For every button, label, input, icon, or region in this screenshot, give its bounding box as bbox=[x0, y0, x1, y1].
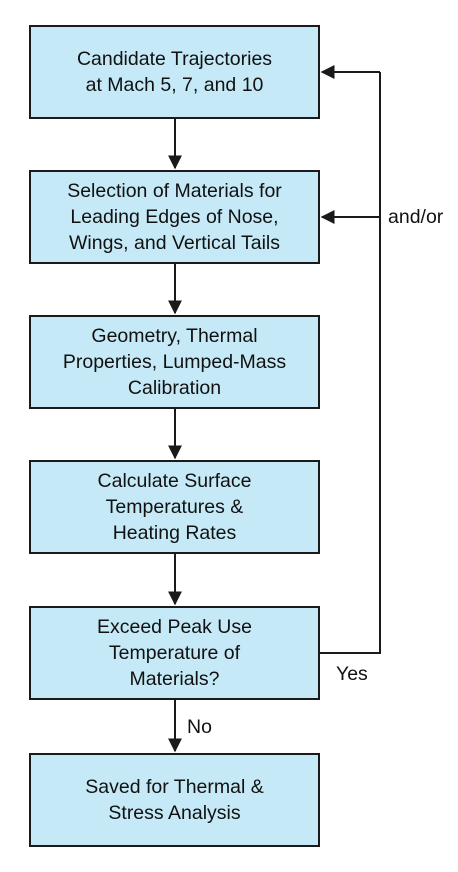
box-text-line: at Mach 5, 7, and 10 bbox=[85, 74, 264, 96]
box-text-line: Wings, and Vertical Tails bbox=[69, 232, 280, 254]
box-text-line: Stress Analysis bbox=[108, 802, 241, 824]
box-text-line: Selection of Materials for bbox=[67, 180, 282, 202]
box-text-line: Temperature of bbox=[108, 642, 241, 664]
box-geometry-calibration: Geometry, Thermal Properties, Lumped-Mas… bbox=[29, 315, 320, 409]
box-candidate-trajectories: Candidate Trajectories at Mach 5, 7, and… bbox=[29, 25, 320, 119]
box-text-line: Temperatures & bbox=[105, 496, 244, 518]
label-yes: Yes bbox=[336, 663, 368, 685]
box-text-line: Materials? bbox=[129, 668, 220, 690]
feedback-loop-line bbox=[320, 72, 381, 654]
box-text-line: Calculate Surface bbox=[97, 470, 252, 492]
box-text-line: Heating Rates bbox=[112, 522, 237, 544]
box-text-line: Leading Edges of Nose, bbox=[70, 206, 279, 228]
box-text-line: Saved for Thermal & bbox=[85, 776, 264, 798]
box-exceed-peak-decision: Exceed Peak Use Temperature of Materials… bbox=[29, 606, 320, 700]
box-text-line: Geometry, Thermal bbox=[91, 325, 258, 347]
box-text-line: Exceed Peak Use bbox=[96, 616, 252, 638]
box-calculate-temperatures: Calculate Surface Temperatures & Heating… bbox=[29, 460, 320, 554]
box-material-selection: Selection of Materials for Leading Edges… bbox=[29, 170, 320, 264]
box-saved-for-analysis: Saved for Thermal & Stress Analysis bbox=[29, 753, 320, 847]
box-text-line: Candidate Trajectories bbox=[76, 48, 273, 70]
box-text-line: Properties, Lumped-Mass bbox=[62, 351, 287, 373]
label-no: No bbox=[187, 716, 212, 738]
label-and-or: and/or bbox=[388, 206, 444, 228]
box-text-line: Calibration bbox=[127, 377, 222, 399]
